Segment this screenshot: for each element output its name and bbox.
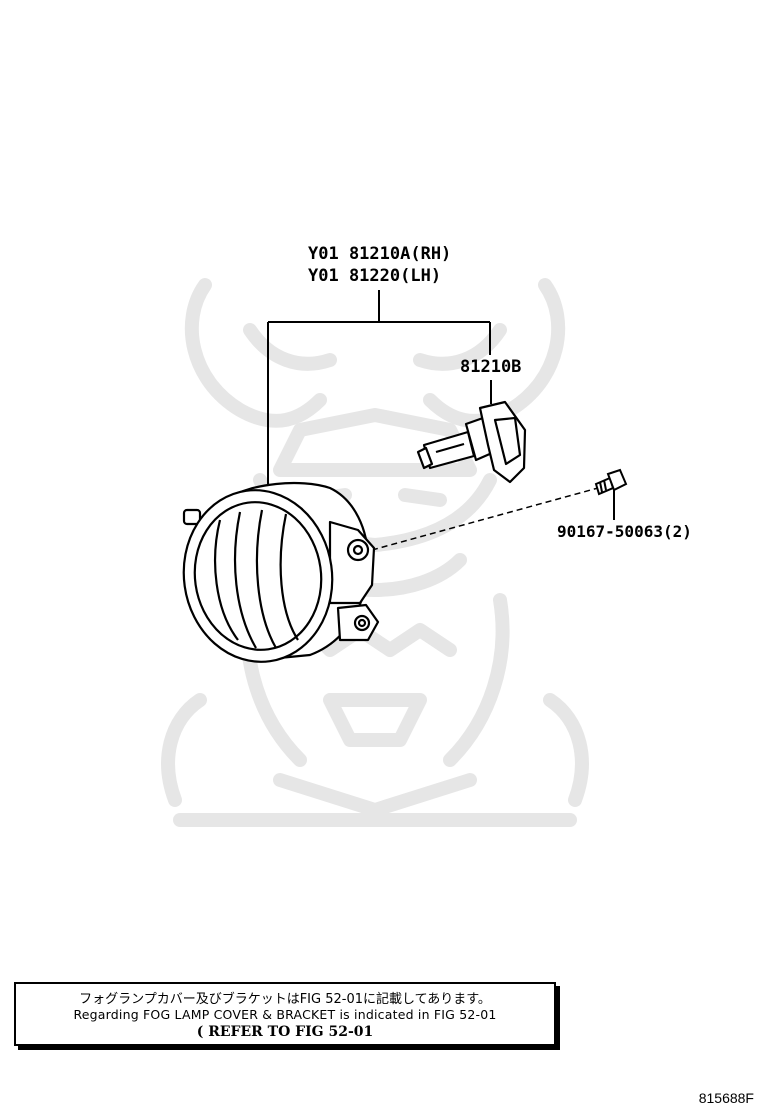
halogen-bulb-icon (416, 400, 527, 484)
note-reference[interactable]: ( REFER TO FIG 52-01 (196, 1024, 374, 1040)
fog-lamp-lh-part-number[interactable]: Y01 81220(LH) (308, 266, 442, 286)
note-japanese: フォグランプカバー及びブラケットはFIG 52-01に記載してあります。 (79, 992, 491, 1007)
screw-icon (594, 468, 628, 496)
figure-id: 815688F (698, 1090, 754, 1106)
bulb-part-number[interactable]: 81210B (460, 357, 522, 377)
reference-note-box: フォグランプカバー及びブラケットはFIG 52-01に記載してあります。 Reg… (14, 982, 556, 1046)
fog-lamp-assembly-icon (182, 481, 380, 663)
note-english: Regarding FOG LAMP COVER & BRACKET is in… (73, 1007, 497, 1022)
fog-lamp-rh-part-number[interactable]: Y01 81210A(RH) (308, 244, 452, 264)
screw-part-number[interactable]: 90167-50063(2) (557, 522, 692, 541)
